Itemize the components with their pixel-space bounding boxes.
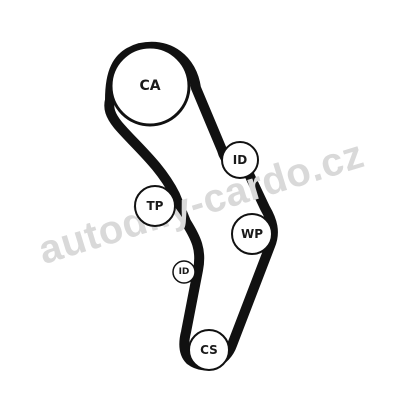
pulley-ca: CA bbox=[109, 45, 191, 127]
pulley-label-tp: TP bbox=[147, 199, 164, 213]
pulley-cs: CS bbox=[188, 329, 230, 371]
pulley-id-upper: ID bbox=[221, 141, 259, 179]
pulley-label-id-upper: ID bbox=[233, 153, 247, 167]
pulley-label-cs: CS bbox=[200, 343, 218, 357]
pulley-label-ca: CA bbox=[139, 78, 160, 94]
pulley-id-lower: ID bbox=[172, 260, 196, 284]
pulley-wp: WP bbox=[231, 213, 273, 255]
pulley-tp: TP bbox=[134, 185, 176, 227]
pulley-label-id-lower: ID bbox=[179, 267, 190, 277]
pulley-label-wp: WP bbox=[241, 227, 263, 241]
